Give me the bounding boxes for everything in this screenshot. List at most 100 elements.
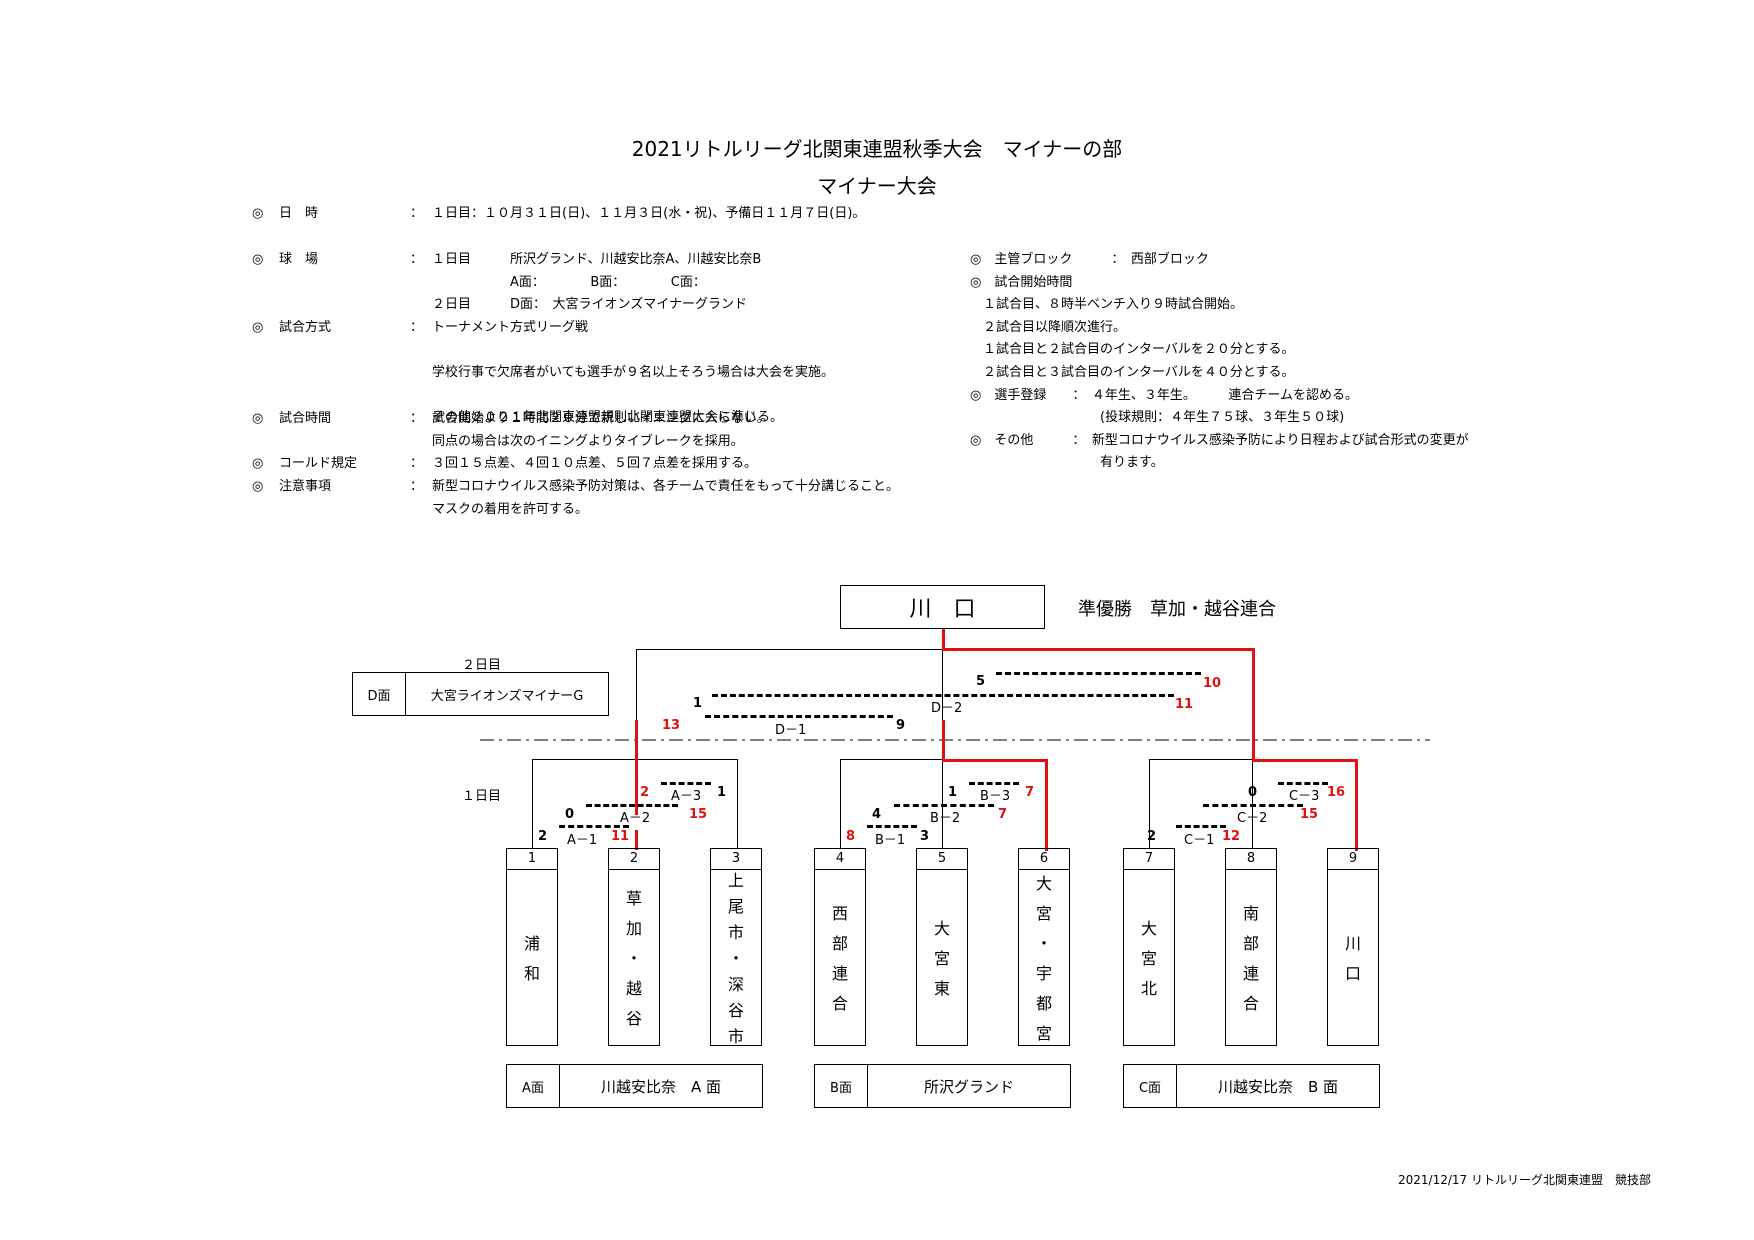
footer-note: 2021/12/17 リトルリーグ北関東連盟 競技部 [1398,1173,1651,1187]
team-name-char: 市 [727,922,744,942]
info-mark: ◎ [252,252,264,267]
venue-name: 所沢グランド [923,1077,1014,1096]
info-right-line: ２試合目以降順次進行。 [970,319,1127,335]
team-name: 大宮東 [917,870,967,1047]
team-name-char: 市 [727,1026,744,1046]
score: 2 [640,785,650,800]
venue-b: B面 所沢グランド [814,1064,1071,1108]
info-line: トーナメント方式リーグ戦 [432,320,589,335]
team-name-char: 越 [625,978,642,998]
team-name-char: 合 [831,993,848,1013]
info-right-line: 有ります。 [970,455,1164,471]
team-name-char: 宮 [1035,1023,1052,1043]
team-name-char: ・ [625,948,642,968]
winner-line [1252,759,1358,762]
info-right-line: ２試合目と３試合目のインターバルを４０分とする。 [970,365,1295,380]
bracket-line [532,759,533,849]
winner-line [635,720,638,815]
team-name-char: 部 [1242,933,1259,953]
team-name-char: 大 [1035,873,1052,893]
team-name: 浦和 [507,870,557,1047]
d-field-name: 大宮ライオンズマイナーG [430,688,584,704]
d-field-code: D面 [353,673,406,715]
winner-line [1355,759,1358,851]
info-line: １日目：１０月３１日(日)、１１月３日(水・祝)、予備日１１月７日(日)。 [432,206,866,221]
team-name-char: 南 [1242,903,1259,923]
score: 13 [662,718,681,733]
venue-code: A面 [507,1065,560,1107]
score: 8 [846,829,856,844]
game-line [1278,782,1328,785]
game-line [586,804,678,807]
info-label: コールド規定 [279,456,358,471]
score: 1 [948,785,958,800]
info-mark: ◎ [252,411,264,426]
game-line [867,825,917,828]
game-label-c1: C－1 [1184,833,1215,848]
game-line [1203,804,1303,807]
team-number: 6 [1019,849,1069,870]
venue-name: 川越安比奈 B 面 [1217,1077,1339,1096]
score: 5 [976,674,986,689]
game-label-a1: A－1 [567,833,598,848]
winner-line [942,629,945,651]
team-name-char: ・ [1035,933,1052,953]
bracket-line [737,759,738,849]
team-name-char: 谷 [727,1000,744,1020]
score: 9 [896,718,906,733]
bracket-line [636,649,637,721]
game-label-b1: B－1 [875,833,906,848]
team-name-char: 宮 [933,948,950,968]
winner-line [1252,648,1255,761]
team-name-char: 西 [831,903,848,923]
info-line: A面： B面： C面： [432,274,706,290]
team-name-char: 尾 [727,896,744,916]
venue-c: C面 川越安比奈 B 面 [1123,1064,1380,1108]
winner-line [942,759,1048,762]
page-title: 2021リトルリーグ北関東連盟秋季大会 マイナーの部 [631,137,1123,161]
team-name-char: 連 [831,963,848,983]
score: 0 [1248,785,1258,800]
info-line: 試合開始より１時間２０分で新しいイニングに入らない。 [432,411,770,426]
team-name-char: 合 [1242,993,1259,1013]
game-line [705,715,893,718]
winner-line [942,648,1255,651]
team-number: 5 [917,849,967,870]
info-right-line: １試合目と２試合目のインターバルを２０分とする。 [970,342,1295,358]
team-name: 西部連合 [815,870,865,1047]
team-number: 3 [711,849,761,870]
team-name-char: 都 [1035,993,1052,1013]
team-name: 大宮北 [1124,870,1174,1047]
d-field-box: D面 大宮ライオンズマイナーG [352,672,609,716]
team-name-char: 宮 [1035,903,1052,923]
team-name-char: 上 [727,870,744,890]
info-line: 同点の場合は次のイニングよりタイブレークを採用。 [432,433,744,449]
score: 7 [1025,785,1035,800]
team-name-char: 和 [523,963,540,983]
game-line [1176,825,1226,828]
team-number: 1 [507,849,557,870]
team-box: 8 南部連合 [1225,848,1277,1046]
team-name-char: ・ [727,948,744,968]
team-number: 8 [1226,849,1276,870]
score: 1 [693,696,703,711]
info-sep: ： [410,456,424,471]
game-line [661,782,711,785]
team-name-char: 連 [1242,963,1259,983]
team-number: 9 [1328,849,1378,870]
score: 1 [717,785,727,800]
info-right-line: １試合目、８時半ベンチ入り９時試合開始。 [970,297,1244,313]
team-name: 上尾市・深谷市 [711,870,761,1047]
score: 2 [538,829,548,844]
winner-line [635,830,638,850]
bracket-line [942,649,943,721]
game-line [996,672,1201,675]
team-number: 7 [1124,849,1174,870]
game-line [559,825,629,828]
team-number: 2 [609,849,659,870]
